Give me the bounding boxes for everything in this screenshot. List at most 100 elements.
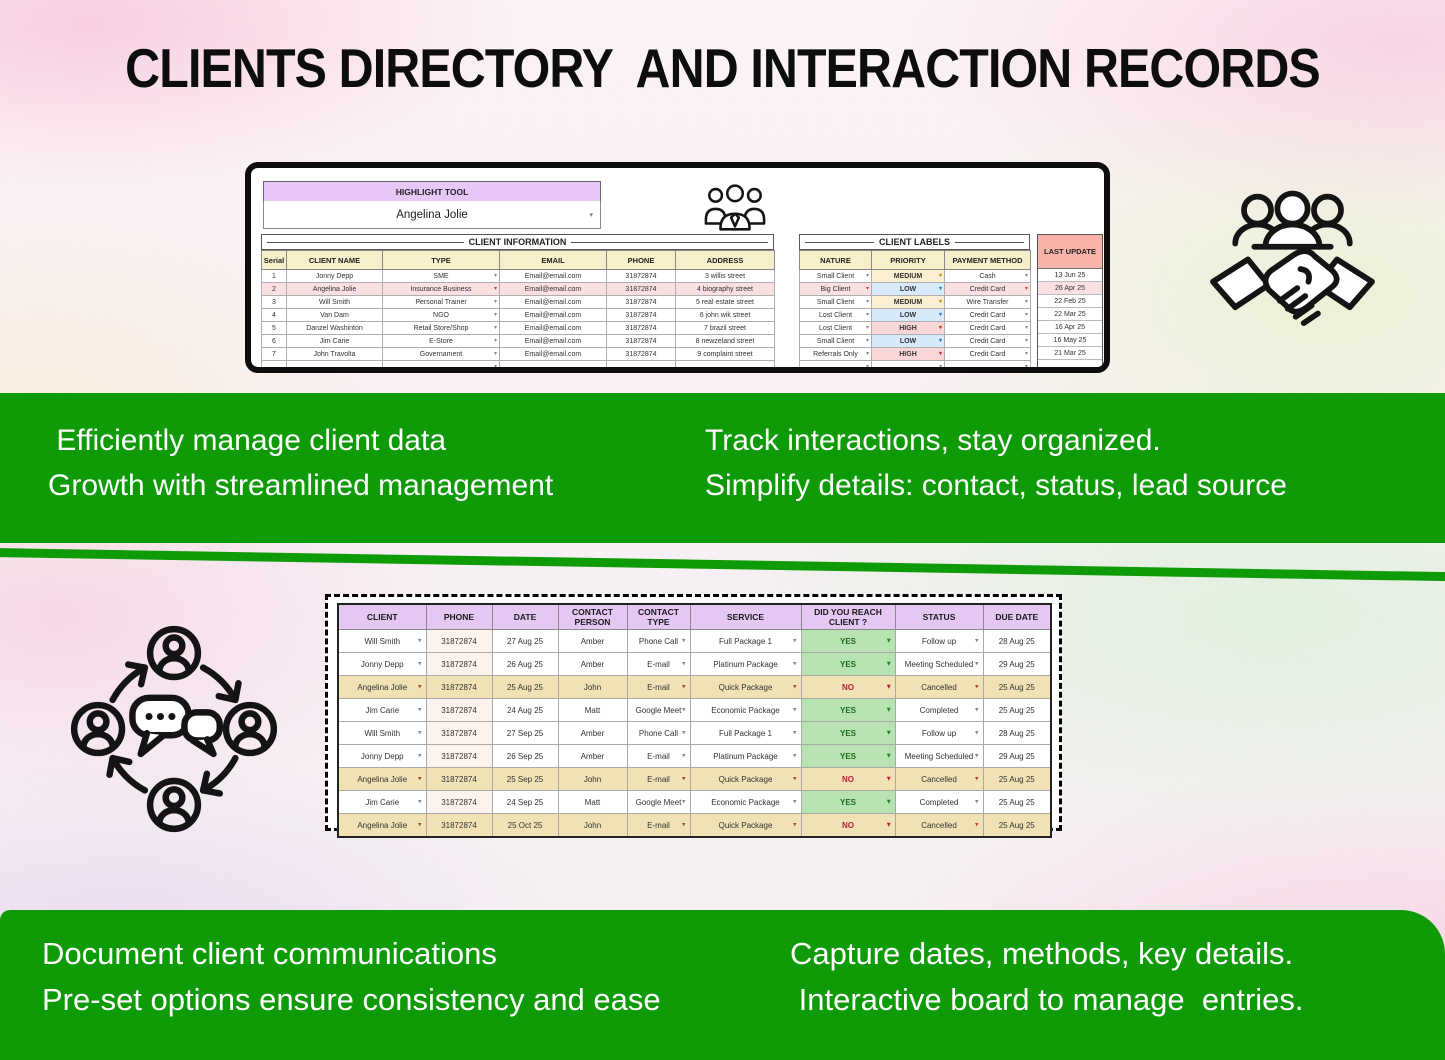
cell-contact-type-dropdown[interactable]: Phone Call▾	[626, 721, 691, 745]
cell-client-dropdown[interactable]: Angelina Jolie▾	[337, 675, 427, 699]
cell-status-dropdown[interactable]: Follow up▾	[894, 629, 984, 653]
cell-service-dropdown[interactable]: Economic Package▾	[689, 790, 802, 814]
cell-contact-type-dropdown[interactable]: E-mail▾	[626, 813, 691, 838]
cell-reached-dropdown[interactable]: YES▾	[800, 652, 896, 676]
highlight-tool-header: HIGHLIGHT TOOL	[263, 181, 601, 202]
cell-client-dropdown[interactable]: Angelina Jolie▾	[337, 813, 427, 838]
cell-type-dropdown[interactable]: SME▾	[382, 269, 500, 283]
banner1-right-line1: Track interactions, stay organized.	[705, 424, 1161, 457]
cell-phone: 31872874	[425, 698, 493, 722]
cell-service-dropdown[interactable]: Full Package 1▾	[689, 721, 802, 745]
cell-reached-dropdown[interactable]: YES▾	[800, 790, 896, 814]
column-header: NATURE	[799, 250, 872, 270]
cell-status-dropdown[interactable]: Cancelled▾	[894, 767, 984, 791]
cell-last-update: 22 Mar 25	[1038, 308, 1102, 321]
feature-banner-bottom: Document client communications Pre-set o…	[0, 910, 1445, 1060]
cell-priority-dropdown[interactable]: HIGH▾	[871, 347, 945, 361]
cell-type-dropdown[interactable]: Retail Store/Shop▾	[382, 321, 500, 335]
cell-priority-dropdown[interactable]: LOW▾	[871, 334, 945, 348]
cell-payment-dropdown[interactable]: Credit Card▾	[944, 334, 1031, 348]
cell-payment-dropdown[interactable]: Cash▾	[944, 269, 1031, 283]
cell-due-date: 29 Aug 25	[982, 744, 1052, 768]
cell-due-date: 29 Aug 25	[982, 652, 1052, 676]
cell-reached-dropdown[interactable]: NO▾	[800, 813, 896, 838]
cell-service-dropdown[interactable]: Quick Package▾	[689, 675, 802, 699]
avatar-right	[222, 701, 278, 757]
cell-priority-dropdown[interactable]: LOW▾	[871, 282, 945, 296]
cell-service-dropdown[interactable]: Platinum Package▾	[689, 744, 802, 768]
dropdown-arrow-icon: ▾	[1024, 351, 1028, 357]
cell-client-dropdown[interactable]: Angelina Jolie▾	[337, 767, 427, 791]
cell-type-dropdown[interactable]: NGO▾	[382, 308, 500, 322]
dropdown-arrow-icon: ▾	[417, 660, 422, 668]
cell-service-dropdown[interactable]: Quick Package▾	[689, 813, 802, 838]
cell-contact-type-dropdown[interactable]: E-mail▾	[626, 652, 691, 676]
cell-reached-dropdown[interactable]: NO▾	[800, 675, 896, 699]
dropdown-arrow-icon: ▾	[417, 706, 422, 714]
cell-contact-type-dropdown[interactable]: Google Meet▾	[626, 790, 691, 814]
cell-nature-dropdown[interactable]: Lost Client▾	[799, 308, 872, 322]
cell-reached-dropdown[interactable]: YES▾	[800, 698, 896, 722]
dropdown-arrow-icon: ▾	[681, 821, 686, 829]
highlight-tool-dropdown[interactable]: Angelina Jolie ▾	[263, 201, 601, 229]
cell-client-dropdown[interactable]: Jim Carie▾	[337, 698, 427, 722]
cell-type-dropdown[interactable]: Insurance Business▾	[382, 282, 500, 296]
cell-payment-dropdown[interactable]: Credit Card▾	[944, 308, 1031, 322]
cell-client-dropdown[interactable]: Will Smith▾	[337, 721, 427, 745]
cell-client-dropdown[interactable]: Will Smith▾	[337, 629, 427, 653]
cell-priority-dropdown[interactable]: HIGH▾	[871, 321, 945, 335]
cell-status-dropdown[interactable]: Cancelled▾	[894, 813, 984, 838]
cell-priority-dropdown[interactable]: MEDIUM▾	[871, 269, 945, 283]
cell-type-dropdown[interactable]: E-Store▾	[382, 334, 500, 348]
cell-type-dropdown[interactable]: Personal Trainer▾	[382, 295, 500, 309]
cell-priority-dropdown[interactable]: LOW▾	[871, 308, 945, 322]
cell-reached-dropdown[interactable]: YES▾	[800, 629, 896, 653]
cell-email: Email@email.com	[499, 269, 607, 283]
cell-status-dropdown[interactable]: Completed▾	[894, 790, 984, 814]
cell-nature-dropdown[interactable]: Small Client▾	[799, 334, 872, 348]
cell-status-dropdown[interactable]: Follow up▾	[894, 721, 984, 745]
cell-status-dropdown[interactable]: Meeting Scheduled▾	[894, 652, 984, 676]
cell-nature-dropdown[interactable]: Big Client▾	[799, 282, 872, 296]
cell-nature-dropdown[interactable]: Small Client▾	[799, 295, 872, 309]
cell-priority-dropdown[interactable]: MEDIUM▾	[871, 295, 945, 309]
cell-nature-dropdown[interactable]: Small Client▾	[799, 269, 872, 283]
cell-contact-type-dropdown[interactable]: Phone Call▾	[626, 629, 691, 653]
cell-client-dropdown[interactable]: Jonny Depp▾	[337, 652, 427, 676]
cell-nature-dropdown[interactable]: Referrals Only▾	[799, 347, 872, 361]
cell-last-update: 13 Jun 25	[1038, 269, 1102, 282]
cell-service-dropdown[interactable]: Full Package 1▾	[689, 629, 802, 653]
cell-client-dropdown[interactable]: Jim Carie▾	[337, 790, 427, 814]
cell-reached-dropdown[interactable]: YES▾	[800, 721, 896, 745]
cell-payment-dropdown[interactable]: Wire Transfer▾	[944, 295, 1031, 309]
cell-contact-type-dropdown[interactable]: E-mail▾	[626, 744, 691, 768]
cell-contact-type-dropdown[interactable]: E-mail▾	[626, 675, 691, 699]
column-header: PRIORITY	[871, 250, 945, 270]
dropdown-arrow-icon: ▾	[493, 273, 497, 279]
cell-status-dropdown[interactable]: Cancelled▾	[894, 675, 984, 699]
cell-service-dropdown[interactable]: Economic Package▾	[689, 698, 802, 722]
cell-status-dropdown[interactable]: Meeting Scheduled▾	[894, 744, 984, 768]
cell-contact-type-dropdown[interactable]: E-mail▾	[626, 767, 691, 791]
column-header: CLIENT	[337, 603, 427, 630]
cell-reached-dropdown[interactable]: YES▾	[800, 744, 896, 768]
cell-payment-dropdown[interactable]: Credit Card▾	[944, 282, 1031, 296]
cell-service-dropdown[interactable]: Platinum Package▾	[689, 652, 802, 676]
cell-status-dropdown[interactable]: Completed▾	[894, 698, 984, 722]
empty-cell	[675, 360, 775, 367]
cell-email: Email@email.com	[499, 347, 607, 361]
cell-reached-dropdown[interactable]: NO▾	[800, 767, 896, 791]
dropdown-arrow-icon: ▾	[681, 798, 686, 806]
dropdown-arrow-icon: ▾	[886, 706, 891, 714]
cell-payment-dropdown[interactable]: Credit Card▾	[944, 321, 1031, 335]
dropdown-arrow-icon: ▾	[417, 775, 422, 783]
cell-client-dropdown[interactable]: Jonny Depp▾	[337, 744, 427, 768]
cell-nature-dropdown[interactable]: Lost Client▾	[799, 321, 872, 335]
cell-type-dropdown[interactable]: Governament▾	[382, 347, 500, 361]
dropdown-arrow-icon: ▾	[974, 821, 979, 829]
cell-payment-dropdown[interactable]: Credit Card▾	[944, 347, 1031, 361]
cell-contact-type-dropdown[interactable]: Google Meet▾	[626, 698, 691, 722]
cell-phone: 31872874	[425, 790, 493, 814]
cell-service-dropdown[interactable]: Quick Package▾	[689, 767, 802, 791]
